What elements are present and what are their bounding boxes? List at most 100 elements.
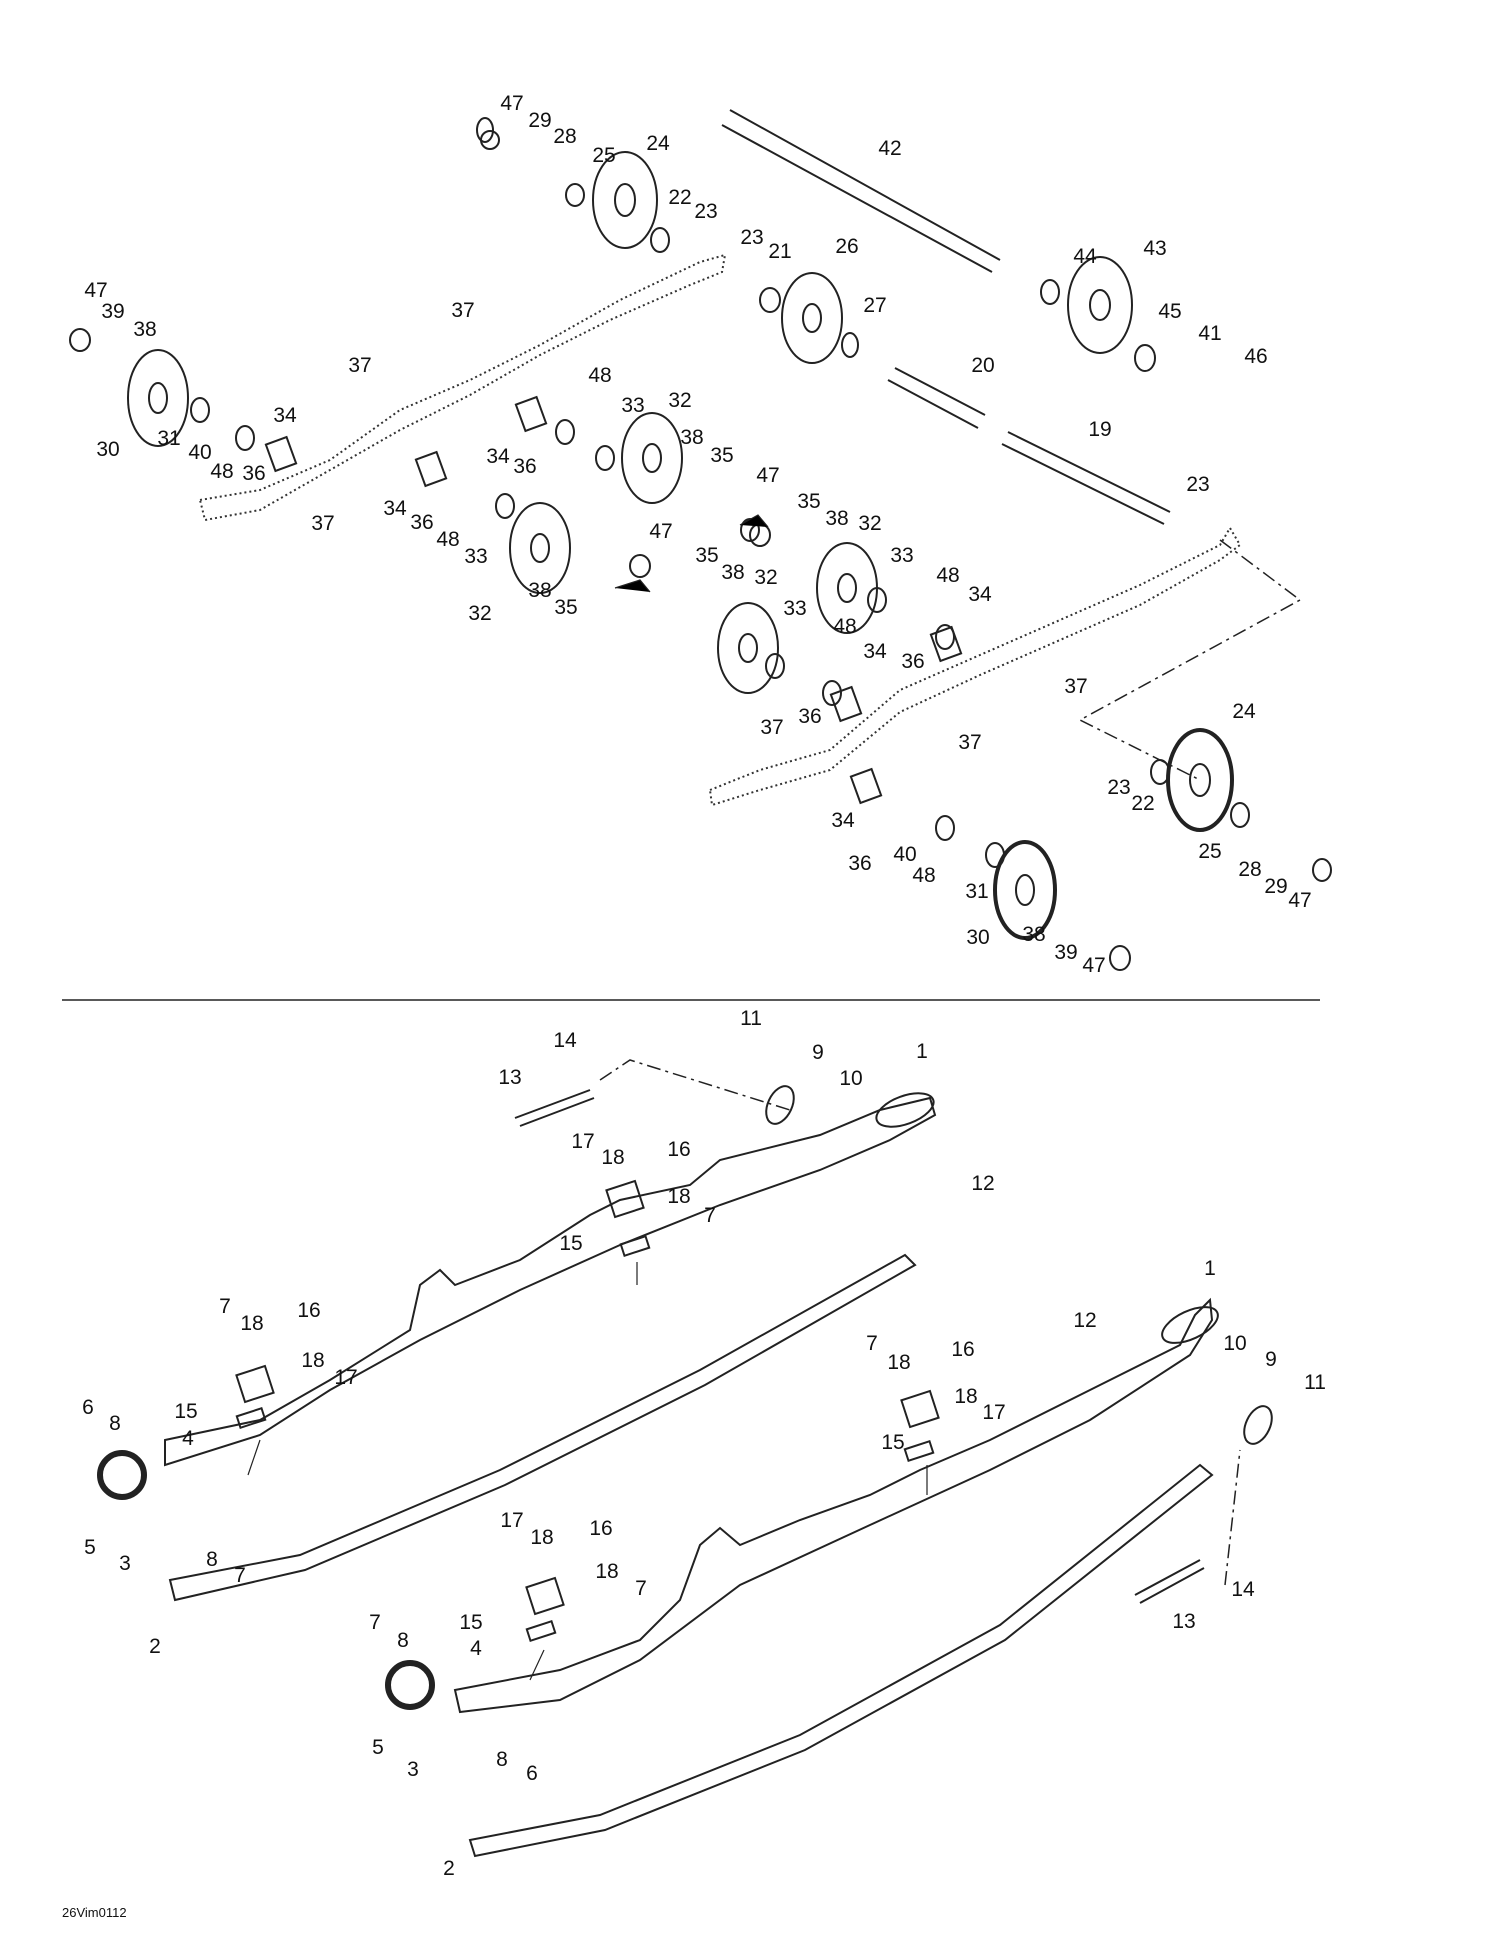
wheel-32-a [621,412,683,504]
callout-12: 12 [971,1172,994,1195]
callout-8: 8 [109,1412,121,1435]
callout-44: 44 [1073,245,1097,268]
callout-30: 30 [966,926,989,949]
wheel-30-left [127,349,189,447]
callout-10: 10 [839,1067,862,1090]
callout-48: 48 [588,364,611,387]
callout-33: 33 [783,597,806,620]
callout-4: 4 [182,1427,194,1450]
upper-assembly [69,109,1332,971]
callout-7: 7 [369,1611,381,1634]
callout-17: 17 [334,1366,357,1389]
callout-38: 38 [721,561,744,584]
callout-9: 9 [1265,1348,1277,1371]
callout-33: 33 [890,544,913,567]
callout-47: 47 [756,464,779,487]
callout-11: 11 [1304,1371,1326,1394]
callout-21: 21 [768,240,791,263]
callout-24: 24 [646,132,670,155]
callout-8: 8 [206,1548,218,1571]
callout-1: 1 [916,1040,928,1063]
callout-34: 34 [273,404,297,427]
callout-24: 24 [1232,700,1256,723]
callout-48: 48 [833,615,856,638]
wheel-24-right [1166,728,1234,832]
shaft-19 [1001,431,1171,525]
callout-36: 36 [242,462,265,485]
callout-36: 36 [513,455,536,478]
callout-29: 29 [1264,875,1287,898]
alignment-line-upper-bolt [599,1059,791,1111]
callout-2: 2 [149,1635,161,1658]
callout-16: 16 [589,1517,612,1540]
rail-end-loop-lower [1161,1306,1219,1344]
callout-37: 37 [311,512,334,535]
callout-18: 18 [667,1185,690,1208]
callout-36: 36 [410,511,433,534]
rail-end-loop-upper [875,1092,935,1128]
callout-32: 32 [468,602,491,625]
callout-7: 7 [234,1564,246,1587]
runner-upper [168,1253,917,1602]
callout-37: 37 [1064,675,1087,698]
callout-31: 31 [965,880,988,903]
alignment-line-lower-bolt [1224,1449,1241,1586]
slide-rail-lower [453,1297,1214,1714]
callout-5: 5 [84,1536,96,1559]
callout-7: 7 [635,1577,647,1600]
frame-rail-left [198,253,727,522]
callout-36: 36 [901,650,924,673]
brackets-34 [264,395,963,805]
wheel-26 [781,272,843,364]
callout-18: 18 [887,1351,910,1374]
callout-38: 38 [528,579,551,602]
callout-18: 18 [595,1560,618,1583]
bumper-5-lower [385,1660,435,1710]
alignment-lines-47 [614,514,769,593]
plate-9-upper [765,1085,795,1125]
callout-48: 48 [436,528,459,551]
callout-27: 27 [863,294,886,317]
callout-23: 23 [694,200,717,223]
callout-45: 45 [1158,300,1181,323]
callout-23: 23 [1186,473,1209,496]
shaft-42 [721,109,1001,273]
callout-16: 16 [667,1138,690,1161]
callout-34: 34 [863,640,887,663]
callout-35: 35 [710,444,733,467]
callout-19: 19 [1088,418,1111,441]
callout-11: 11 [740,1007,762,1030]
image-code: 26Vim0112 [62,1905,127,1920]
callout-35: 35 [695,544,718,567]
callout-47: 47 [649,520,672,543]
callout-13: 13 [498,1066,521,1089]
callout-35: 35 [797,490,820,513]
callout-8: 8 [397,1629,409,1652]
callout-14: 14 [1231,1578,1255,1601]
callout-14: 14 [553,1029,577,1052]
callout-6: 6 [526,1762,538,1785]
callout-17: 17 [982,1401,1005,1424]
wheel-32-d [717,602,779,694]
callout-28: 28 [1238,858,1261,881]
callout-23: 23 [740,226,763,249]
frame-rail-right [708,526,1242,807]
callout-37: 37 [760,716,783,739]
callout-36: 36 [798,705,821,728]
callout-6: 6 [82,1396,94,1419]
callout-12: 12 [1073,1309,1096,1332]
callout-25: 25 [1198,840,1221,863]
slide-rail-upper [164,1096,937,1467]
bolt-13-upper [514,1089,595,1127]
callout-18: 18 [954,1385,977,1408]
wheel-24-top [592,151,658,249]
callout-30: 30 [96,438,119,461]
callout-5: 5 [372,1736,384,1759]
callout-40: 40 [188,441,211,464]
callout-38: 38 [825,507,848,530]
callout-36: 36 [848,852,871,875]
callout-2: 2 [443,1857,455,1880]
arrows [247,1262,928,1681]
callout-32: 32 [858,512,881,535]
